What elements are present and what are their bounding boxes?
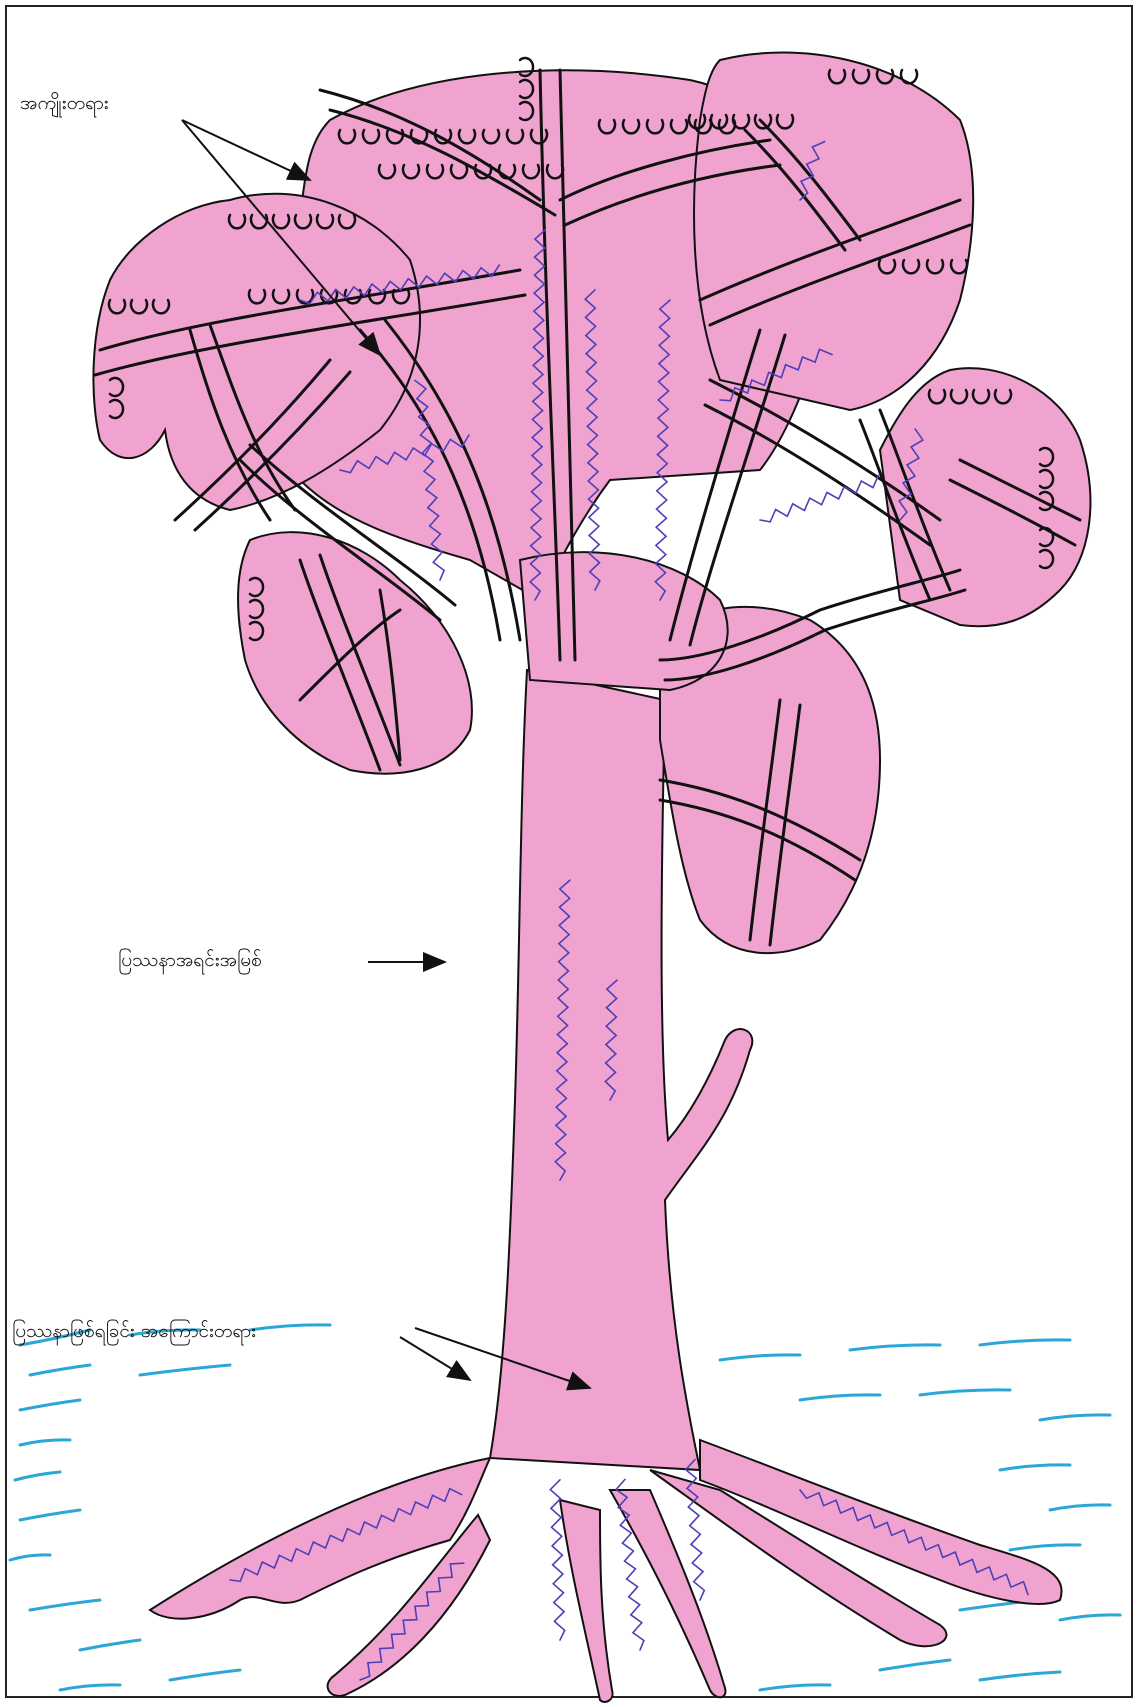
scallop-mark: [901, 70, 917, 83]
water-line: [980, 1672, 1060, 1680]
water-line: [1050, 1505, 1110, 1510]
water-line: [20, 1440, 70, 1445]
label-core-problem: ပြဿနာအရင်းအမြစ်: [118, 951, 262, 970]
label-causes: ပြဿနာဖြစ်ရခြင်း အကြောင်းတရား: [12, 1322, 256, 1341]
water-line: [720, 1355, 800, 1360]
label-effects: အကျိုးတရား: [20, 94, 109, 113]
water-line: [20, 1400, 80, 1410]
water-line: [1000, 1465, 1070, 1470]
water-line: [880, 1660, 950, 1670]
water-line: [30, 1600, 100, 1610]
water-line: [1010, 1545, 1080, 1550]
water-line: [1040, 1415, 1110, 1420]
water-line: [1060, 1615, 1120, 1620]
water-line: [80, 1640, 140, 1650]
water-line: [170, 1670, 240, 1680]
water-line: [20, 1510, 80, 1520]
water-line: [980, 1340, 1070, 1345]
water-line: [850, 1345, 940, 1350]
water-line: [250, 1325, 330, 1330]
water-line: [140, 1365, 230, 1375]
water-line: [15, 1472, 60, 1480]
water-line: [10, 1555, 50, 1560]
arrow-effects-1: [182, 120, 310, 180]
water-line: [760, 1685, 830, 1690]
water-line: [30, 1365, 90, 1375]
water-line: [800, 1395, 880, 1400]
water-line: [60, 1685, 120, 1690]
water-line: [920, 1390, 1010, 1395]
